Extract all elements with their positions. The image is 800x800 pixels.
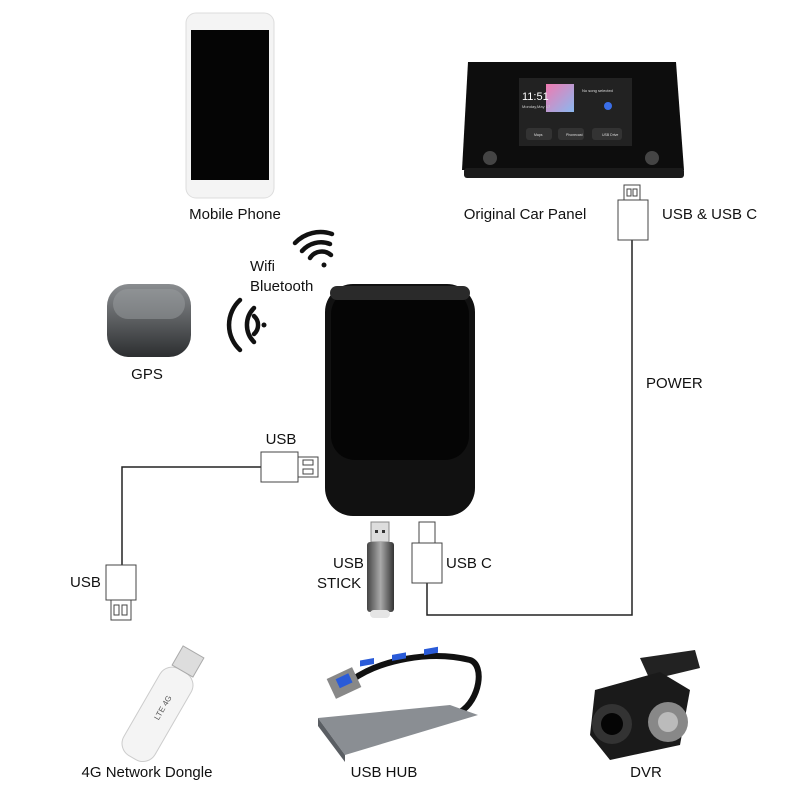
label-usb-stick-line2: STICK xyxy=(317,575,362,592)
label-power: POWER xyxy=(646,375,703,392)
label-car-panel: Original Car Panel xyxy=(463,206,587,223)
usb-stick-image xyxy=(367,521,394,618)
power-cable xyxy=(426,240,633,616)
usb-connector-device xyxy=(260,451,319,483)
label-usb-left: USB xyxy=(70,574,101,591)
car-app-usb-drive: USB Drive xyxy=(602,133,618,137)
label-wifi: Wifi xyxy=(250,258,275,275)
label-usb-hub: USB HUB xyxy=(350,764,418,781)
label-mobile-phone: Mobile Phone xyxy=(189,206,281,223)
car-screen-date: Monday,May 17 xyxy=(522,104,551,109)
label-usb-top: USB xyxy=(265,431,297,448)
label-dvr: DVR xyxy=(630,764,662,781)
car-screen-now-playing: No song selected xyxy=(582,88,613,93)
4g-dongle-image: LTE 4G xyxy=(121,645,205,763)
dvr-camera-image xyxy=(590,650,700,760)
usb-connector-power xyxy=(617,184,649,241)
label-4g-dongle: 4G Network Dongle xyxy=(81,764,213,781)
cables xyxy=(121,240,633,616)
label-bluetooth: Bluetooth xyxy=(250,278,314,295)
gps-module-image xyxy=(107,284,191,357)
car-panel-image: 11:51 Monday,May 17 No song selected Map… xyxy=(462,62,684,178)
bluetooth-signal-icon xyxy=(226,297,267,353)
car-app-phonecast: Phonecast xyxy=(566,133,583,137)
wifi-icon xyxy=(292,229,335,268)
mobile-phone-image xyxy=(185,12,275,199)
car-app-maps: Maps xyxy=(534,133,543,137)
usb-hub-image xyxy=(318,646,482,762)
label-usb-c: USB C xyxy=(446,555,492,572)
main-carplay-box xyxy=(325,284,475,516)
usb-extension-cable xyxy=(121,466,261,565)
label-usb-usbc: USB & USB C xyxy=(662,206,758,223)
usb-connector-female xyxy=(105,564,137,621)
label-usb-stick-line1: USB xyxy=(333,555,364,572)
car-screen-time: 11:51 xyxy=(522,91,549,103)
label-gps: GPS xyxy=(131,366,163,383)
usb-c-connector xyxy=(411,521,443,584)
